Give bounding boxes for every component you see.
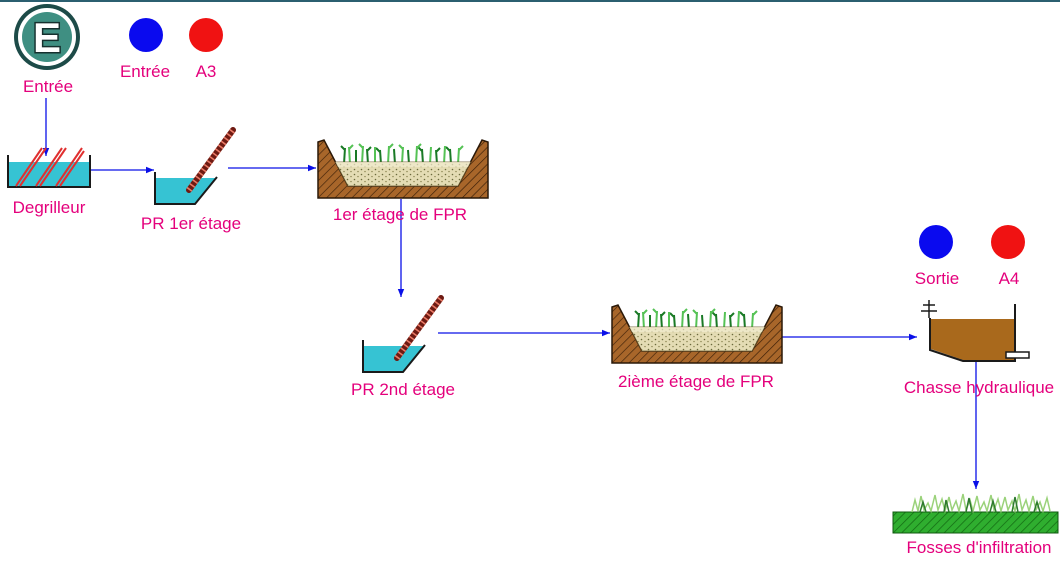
probe-label: A4 — [999, 269, 1020, 288]
reed-bed-filter-icon[interactable] — [611, 304, 783, 364]
flow-arrows — [42, 98, 980, 489]
node-label: 2ième étage de FPR — [618, 372, 774, 391]
node-label: Entrée — [23, 77, 73, 96]
probe-entree[interactable]: Entrée — [120, 18, 170, 81]
probe-label: A3 — [196, 62, 217, 81]
probe-blue-dot[interactable] — [129, 18, 163, 52]
node-label: Fosses d'infiltration — [907, 538, 1052, 557]
node-chasse-hydraulique[interactable]: Chasse hydraulique — [904, 300, 1054, 397]
infiltration-ditch-icon[interactable] — [892, 493, 1059, 534]
node-degrilleur[interactable]: Degrilleur — [7, 147, 91, 217]
probe-red-dot[interactable] — [189, 18, 223, 52]
node-label: 1er étage de FPR — [333, 205, 467, 224]
node-fpr-2ieme-etage[interactable]: 2ième étage de FPR — [611, 304, 783, 391]
probe-label: Entrée — [120, 62, 170, 81]
inlet-letter: E — [33, 14, 61, 61]
screw-pump-icon[interactable] — [363, 298, 441, 372]
probe-a3[interactable]: A3 — [189, 18, 223, 81]
node-label: Chasse hydraulique — [904, 378, 1054, 397]
screw-pump-icon[interactable] — [155, 130, 233, 204]
node-entree[interactable]: E Entrée — [14, 4, 80, 96]
bar-screen-icon[interactable] — [7, 147, 91, 188]
node-fpr-1er-etage[interactable]: 1er étage de FPR — [317, 139, 489, 224]
probe-sortie[interactable]: Sortie — [915, 225, 959, 288]
node-label: PR 2nd étage — [351, 380, 455, 399]
reed-bed-filter-icon[interactable] — [317, 139, 489, 199]
probe-label: Sortie — [915, 269, 959, 288]
probe-red-dot[interactable] — [991, 225, 1025, 259]
node-pr-1er-etage[interactable]: PR 1er étage — [141, 130, 241, 233]
probe-blue-dot[interactable] — [919, 225, 953, 259]
probe-a4[interactable]: A4 — [991, 225, 1025, 288]
node-label: PR 1er étage — [141, 214, 241, 233]
inlet-e-icon[interactable]: E — [14, 4, 80, 70]
flush-tank-icon[interactable] — [921, 300, 1030, 362]
node-pr-2nd-etage[interactable]: PR 2nd étage — [351, 298, 455, 399]
node-fosses-infiltration[interactable]: Fosses d'infiltration — [892, 493, 1059, 557]
node-label: Degrilleur — [13, 198, 86, 217]
window-top-border — [0, 0, 1060, 2]
